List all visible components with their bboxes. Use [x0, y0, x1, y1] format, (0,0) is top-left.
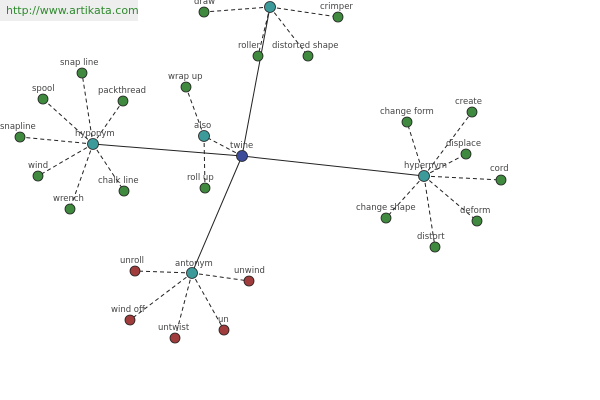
edge-also-rollup: [203, 135, 206, 189]
label-wrench[interactable]: wrench: [53, 194, 84, 204]
label-hypernym[interactable]: hypernym: [404, 161, 447, 171]
node-top[interactable]: [264, 1, 276, 13]
node-also[interactable]: [198, 130, 210, 142]
node-hypernym[interactable]: [418, 170, 430, 182]
edge-hypernym-changeform: [406, 121, 425, 177]
node-distort[interactable]: [429, 241, 441, 253]
node-antonym[interactable]: [186, 267, 198, 279]
node-create[interactable]: [466, 106, 478, 118]
node-un[interactable]: [218, 324, 230, 336]
node-rollup[interactable]: [199, 182, 211, 194]
label-spool[interactable]: spool: [32, 84, 55, 94]
node-untwist[interactable]: [169, 332, 181, 344]
edge-hypernym-create: [423, 111, 473, 177]
label-layer: twine hyponym also hypernym antonym draw crimp…: [0, 0, 509, 333]
node-unwind[interactable]: [243, 275, 255, 287]
label-deform[interactable]: deform: [460, 206, 490, 216]
label-packthread[interactable]: packthread: [98, 86, 146, 96]
label-unwind[interactable]: unwind: [234, 266, 265, 276]
node-crimper[interactable]: [332, 11, 344, 23]
node-roller[interactable]: [252, 50, 264, 62]
label-create[interactable]: create: [455, 97, 482, 107]
label-windoff[interactable]: wind off: [111, 305, 146, 315]
edge-hyponym-chalkline: [92, 143, 125, 192]
edge-antonym-unroll: [134, 270, 193, 274]
label-also[interactable]: also: [194, 121, 211, 131]
label-roller[interactable]: roller: [238, 41, 260, 51]
edge-hypernym-changeshape: [385, 175, 425, 219]
label-wrapup[interactable]: wrap up: [168, 72, 203, 82]
edge-antonym-unwind: [191, 272, 250, 282]
site-url-watermark: http://www.artikata.com: [0, 0, 139, 21]
label-unroll[interactable]: unroll: [120, 256, 144, 266]
edge-hypernym-distort: [423, 175, 436, 248]
node-hyponym[interactable]: [87, 138, 99, 150]
label-snapline2[interactable]: snap line: [60, 58, 98, 68]
node-distorted[interactable]: [302, 50, 314, 62]
node-packthread[interactable]: [117, 95, 129, 107]
edge-top-roller: [257, 6, 271, 57]
label-snapline[interactable]: snapline: [0, 122, 36, 132]
label-changeform[interactable]: change form: [380, 107, 434, 117]
edge-hyponym-spool: [42, 98, 94, 145]
label-wind[interactable]: wind: [28, 161, 48, 171]
node-chalkline[interactable]: [118, 185, 130, 197]
edge-twine-also: [203, 135, 243, 157]
node-changeform[interactable]: [401, 116, 413, 128]
label-un[interactable]: un: [218, 315, 229, 325]
edge-hyponym-snapline2: [81, 72, 94, 145]
label-distort[interactable]: distort: [417, 232, 445, 242]
edge-hypernym-deform: [423, 175, 478, 222]
edge-hyponym-wrench: [69, 143, 94, 210]
label-crimper[interactable]: crimper: [320, 2, 353, 12]
label-hyponym[interactable]: hyponym: [75, 129, 115, 139]
label-twine[interactable]: twine: [230, 141, 253, 151]
label-cord[interactable]: cord: [490, 164, 509, 174]
edge-hypernym-displace: [423, 153, 467, 177]
edge-layer: [19, 6, 502, 339]
node-snapline2[interactable]: [76, 67, 88, 79]
label-rollup[interactable]: roll up: [187, 173, 214, 183]
edge-hyponym-packthread: [92, 100, 124, 145]
node-twine[interactable]: [236, 150, 248, 162]
edge-top-draw: [203, 6, 271, 13]
edge-antonym-windoff: [129, 272, 193, 321]
edge-top-distorted: [269, 6, 309, 57]
node-wrapup[interactable]: [180, 81, 192, 93]
node-spool[interactable]: [37, 93, 49, 105]
edge-twine-top: [241, 6, 271, 157]
label-untwist[interactable]: untwist: [158, 323, 190, 333]
label-draw[interactable]: draw: [194, 0, 215, 7]
edge-also-wrapup: [185, 86, 205, 137]
label-distorted[interactable]: distorted shape: [272, 41, 339, 51]
node-windoff[interactable]: [124, 314, 136, 326]
edge-hyponym-snapline: [19, 136, 94, 145]
label-changeshape[interactable]: change shape: [356, 203, 416, 213]
node-layer: [14, 1, 507, 344]
edge-twine-hyponym: [92, 143, 243, 157]
node-snapline[interactable]: [14, 131, 26, 143]
edge-twine-hypernym: [241, 155, 425, 177]
edge-hyponym-wind: [37, 143, 94, 177]
node-changeshape[interactable]: [380, 212, 392, 224]
node-wind[interactable]: [32, 170, 44, 182]
edge-hypernym-cord: [423, 175, 502, 181]
node-unroll[interactable]: [129, 265, 141, 277]
edge-antonym-un: [191, 272, 225, 331]
node-draw[interactable]: [198, 6, 210, 18]
label-chalkline[interactable]: chalk line: [98, 176, 139, 186]
label-antonym[interactable]: antonym: [175, 259, 213, 269]
label-displace[interactable]: displace: [446, 139, 481, 149]
node-wrench[interactable]: [64, 203, 76, 215]
edge-twine-antonym: [191, 155, 243, 274]
edge-top-crimper: [269, 6, 339, 18]
node-deform[interactable]: [471, 215, 483, 227]
node-displace[interactable]: [460, 148, 472, 160]
node-cord[interactable]: [495, 174, 507, 186]
